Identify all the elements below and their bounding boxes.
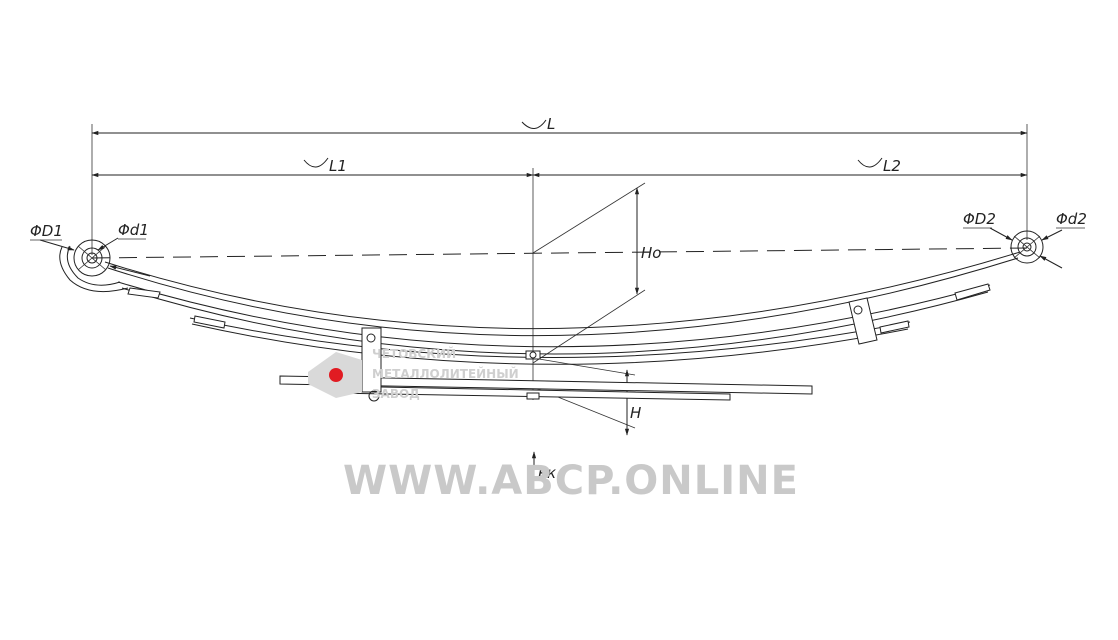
dimension-d1-label: Φd1 xyxy=(118,221,149,239)
dimension-L2-label: L2 xyxy=(883,157,901,175)
dimension-L-label: L xyxy=(547,115,555,133)
load-arrow: Pк xyxy=(531,451,556,482)
left-spring-eye xyxy=(39,237,151,293)
watermark-company-line1: ЧЕТОВСКИЙ xyxy=(372,346,456,361)
dimension-D2-label: ΦD2 xyxy=(963,210,996,228)
watermark-company-line2: МЕТАЛЛОЛИТЕЙНЫЙ xyxy=(372,366,519,381)
dimension-d2-label: Φd2 xyxy=(1056,210,1087,228)
watermark-company-line3: ЗАВОД xyxy=(372,387,420,401)
dimension-L1: L1 xyxy=(91,157,534,178)
watermark-url: WWW.ABCP.ONLINE xyxy=(343,458,799,504)
dimension-L2: L2 xyxy=(532,157,1028,178)
right-clamp xyxy=(848,297,878,345)
dimension-D1-label: ΦD1 xyxy=(30,222,63,240)
dimension-L1-label: L1 xyxy=(329,157,347,175)
eye-axis-dashed-line xyxy=(91,247,1028,259)
dimension-Pk-label: Pк xyxy=(538,464,556,482)
company-watermark-logo: ЧЕТОВСКИЙ МЕТАЛЛОЛИТЕЙНЫЙ ЗАВОД xyxy=(308,346,519,401)
spring-leaves xyxy=(104,251,1021,401)
dimension-Ho-label: Ho xyxy=(641,244,661,262)
dimension-H-label: H xyxy=(630,404,641,422)
center-bolt xyxy=(525,350,541,400)
right-spring-eye xyxy=(989,227,1063,269)
dimension-Ho: Ho xyxy=(532,182,661,364)
dimension-L: L xyxy=(91,115,1028,255)
